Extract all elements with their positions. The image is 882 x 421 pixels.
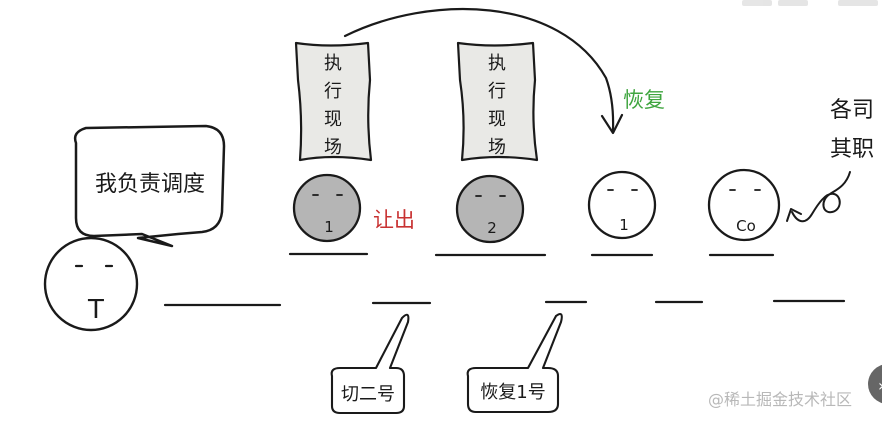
scroll-glyph: 执 [324, 53, 342, 74]
resume-arrow [343, 7, 624, 135]
resume-one-text: 恢复1号 [480, 382, 545, 403]
scroll-glyph: 场 [488, 137, 506, 158]
switch-two-text: 切二号 [341, 384, 395, 405]
coroutine-1-resumed-label: 1 [619, 216, 629, 234]
coroutine-1-resumed-face: 1 [587, 170, 657, 240]
faint-toolbar-remnant [742, 0, 878, 6]
edge-round-button[interactable]: › [868, 364, 882, 404]
each-duty-line-2: 其职 [830, 137, 874, 162]
scheduler-face: T [43, 236, 139, 332]
scroll-glyph: 行 [324, 81, 342, 102]
scroll-glyph: 行 [488, 81, 506, 102]
scheduler-speech-bubble: 我负责调度 [73, 124, 226, 248]
each-duty-caption: 各司 其职 [830, 98, 874, 162]
baseline-dashes [163, 299, 846, 307]
resume-label: 恢复 [623, 88, 665, 112]
scroll-glyph: 现 [488, 109, 506, 130]
yield-label: 让出 [373, 208, 415, 232]
swirl-arrow [786, 171, 851, 223]
face-shelves [288, 252, 775, 257]
each-duty-line-1: 各司 [830, 98, 874, 123]
scroll-glyph: 场 [324, 137, 342, 158]
coroutine-1-suspended-label: 1 [324, 218, 334, 236]
resume-one-callout: 恢复1号 [466, 312, 563, 414]
coroutine-co-label: Co [736, 217, 756, 235]
execution-context-scroll-1: 执 行 现 场 [294, 41, 373, 162]
scroll-glyph: 现 [324, 109, 342, 130]
execution-context-scroll-2: 执 行 现 场 [456, 41, 539, 162]
scroll-glyph: 执 [488, 53, 506, 74]
coroutine-1-suspended-face: 1 [292, 173, 362, 243]
scroll-2-text: 执 行 现 场 [488, 53, 506, 158]
watermark: @稀土掘金技术社区 [708, 390, 853, 409]
chevron-right-icon: › [878, 376, 882, 395]
switch-two-callout: 切二号 [330, 313, 410, 415]
scheduler-face-label: T [87, 295, 104, 325]
scroll-1-text: 执 行 现 场 [324, 53, 342, 158]
coroutine-2-suspended-label: 2 [487, 219, 497, 237]
scheduler-bubble-text: 我负责调度 [95, 172, 205, 197]
coroutine-2-suspended-face: 2 [455, 174, 525, 244]
coroutine-co-face: Co [707, 168, 781, 242]
